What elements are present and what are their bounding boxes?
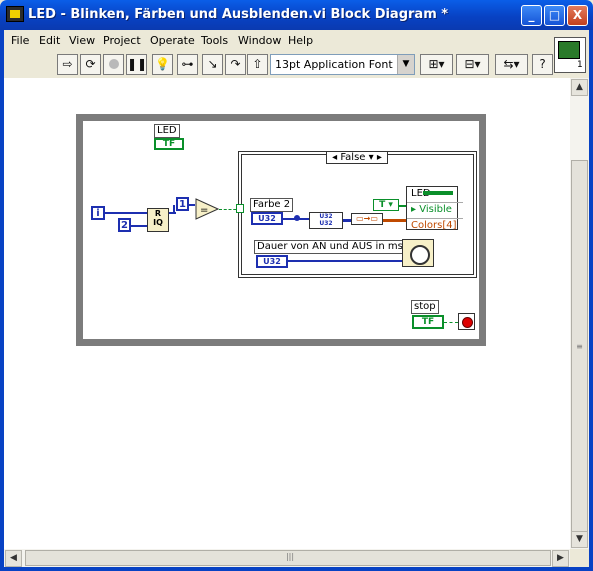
dauer-label: Dauer von AN und AUS in ms (254, 240, 406, 254)
property-visible[interactable]: ▸ Visible (407, 202, 463, 218)
menu-view[interactable]: View (69, 34, 96, 47)
chevron-down-icon[interactable]: ▼ (397, 55, 414, 74)
constant-1[interactable]: 1 (176, 197, 189, 211)
loop-condition-icon[interactable] (458, 313, 475, 330)
wire-colors (383, 219, 406, 222)
led-label: LED (154, 124, 180, 138)
farbe-2-label: Farbe 2 (250, 198, 294, 212)
type-cast-node[interactable]: ▭→▭ (351, 213, 383, 225)
scroll-corner (570, 549, 589, 567)
horizontal-scroll-thumb[interactable] (25, 550, 551, 566)
retain-wire-values-icon[interactable]: ⊶ (177, 54, 198, 75)
property-colors[interactable]: Colors[4] (407, 218, 463, 234)
minimize-button[interactable]: _ (521, 5, 542, 26)
distribute-objects-icon[interactable]: ⊟▾ (456, 54, 489, 75)
menu-operate[interactable]: Operate (150, 34, 195, 47)
stop-terminal[interactable]: TF (412, 315, 444, 329)
wire-remainder (169, 212, 176, 214)
maximize-button[interactable]: □ (544, 5, 565, 26)
case-selector-terminal (236, 204, 244, 213)
wait-ms-icon[interactable] (402, 239, 434, 267)
property-node-indicator-bar (423, 191, 453, 195)
stop-label: stop (411, 300, 439, 314)
wire-dauer (288, 260, 402, 262)
build-array-u32-b: U32 (319, 220, 333, 227)
menu-window[interactable]: Window (238, 34, 282, 47)
true-constant[interactable]: T ▾ (373, 199, 399, 211)
wire-visible (399, 205, 406, 207)
context-help-number: 1 (577, 60, 583, 70)
menu-help[interactable]: Help (288, 34, 314, 47)
scroll-down-button[interactable]: ▼ (571, 531, 588, 548)
highlight-execution-icon[interactable]: 💡 (152, 54, 173, 75)
window-title: LED - Blinken, Färben und Ausblenden.vi … (28, 7, 449, 22)
svg-text:=: = (200, 205, 208, 216)
menu-project[interactable]: Project (103, 34, 141, 47)
build-array-u32-a: U32 (319, 213, 333, 220)
wire-const1 (189, 204, 195, 206)
window-frame-bottom (0, 567, 593, 571)
window-frame-right (589, 30, 593, 571)
step-over-icon[interactable]: ↷ (225, 54, 246, 75)
vi-icon-pane[interactable]: 1 (554, 37, 586, 73)
align-objects-icon[interactable]: ⊞▾ (420, 54, 453, 75)
close-button[interactable]: X (567, 5, 588, 26)
build-array-node[interactable]: U32 U32 (309, 212, 343, 229)
title-bar[interactable] (0, 0, 593, 30)
wire-array (343, 219, 351, 222)
menu-file[interactable]: File (11, 34, 30, 47)
led-terminal[interactable]: TF (154, 138, 184, 150)
window-frame-left (0, 30, 4, 571)
wire-junction (294, 215, 300, 221)
wire-const2 (131, 225, 147, 227)
constant-2[interactable]: 2 (118, 218, 131, 232)
wire-stop (444, 322, 458, 323)
case-selector[interactable]: ◂ False ▾ ▸ (326, 151, 388, 164)
hscroll-grip-icon: ||| (285, 552, 295, 561)
menu-edit[interactable]: Edit (39, 34, 61, 47)
wire-remainder-up (173, 205, 175, 214)
farbe-2-terminal[interactable]: U32 (251, 212, 283, 225)
labview-vi-icon[interactable] (6, 6, 24, 22)
context-help-button[interactable]: ? (532, 54, 553, 75)
scroll-right-button[interactable]: ▶ (552, 550, 569, 567)
true-constant-label: T (379, 200, 386, 210)
case-selector-label: False (340, 152, 366, 163)
node-label-r: R (154, 209, 162, 218)
wire-iteration (105, 212, 147, 214)
scroll-grip-icon: ≡ (576, 342, 583, 351)
reorder-icon[interactable]: ⇆▾ (495, 54, 528, 75)
font-select[interactable]: 13pt Application Font (270, 54, 415, 75)
property-node-title: LED (411, 188, 431, 199)
menu-tools[interactable]: Tools (201, 34, 229, 47)
run-arrow-icon[interactable]: ⇨ (57, 54, 78, 75)
vi-connector-icon (558, 41, 580, 59)
iteration-terminal[interactable]: i (91, 206, 105, 220)
dauer-terminal[interactable]: U32 (256, 255, 288, 268)
wire-boolean-to-case (219, 209, 241, 210)
pause-icon[interactable]: ❚❚ (126, 54, 147, 75)
scroll-up-button[interactable]: ▲ (571, 79, 588, 96)
run-continuously-icon[interactable]: ⟳ (80, 54, 101, 75)
scroll-left-button[interactable]: ◀ (5, 550, 22, 567)
abort-icon[interactable] (103, 54, 124, 75)
property-visible-label: Visible (419, 204, 452, 215)
equal-function-icon[interactable]: = (195, 198, 219, 220)
node-label-iq: IQ (153, 218, 163, 227)
while-loop[interactable] (76, 114, 486, 346)
step-out-icon[interactable]: ⇧ (247, 54, 268, 75)
quotient-remainder-node[interactable]: R IQ (147, 208, 169, 232)
step-into-icon[interactable]: ↘ (202, 54, 223, 75)
